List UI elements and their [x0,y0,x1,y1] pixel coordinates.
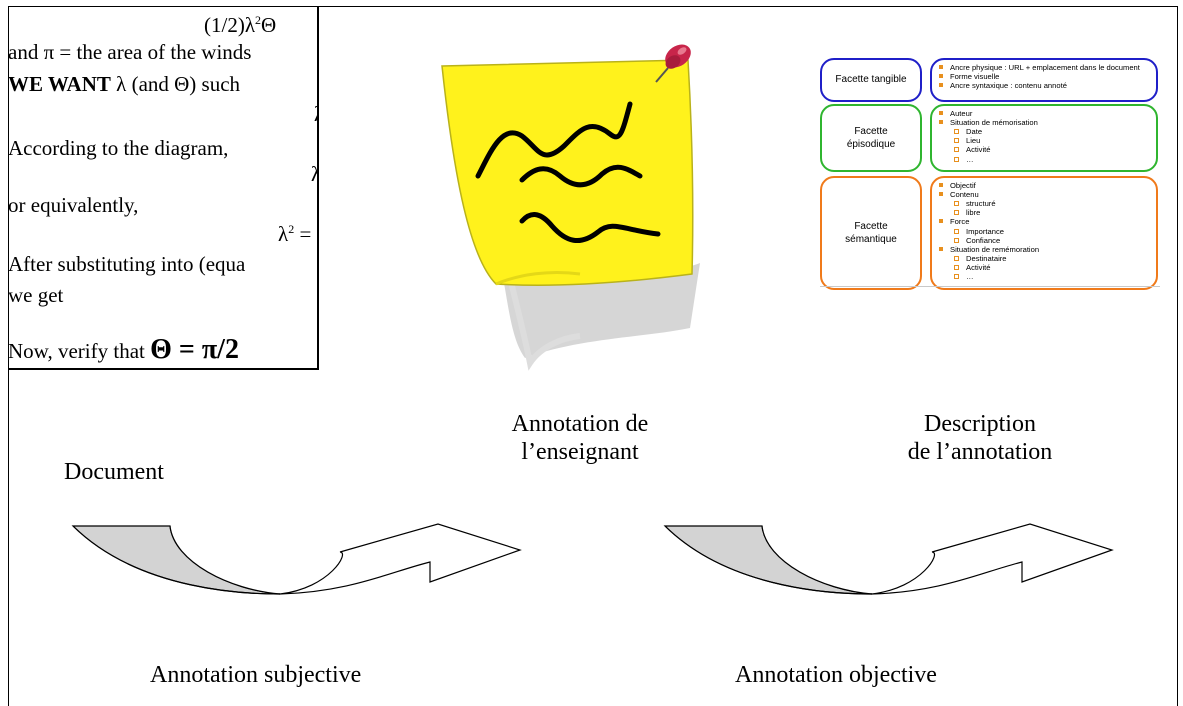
facet-item: Force [938,217,1150,226]
facet-semantic-items: Objectif Contenu structuré libre Force I… [930,176,1158,290]
facet-item: Forme visuelle [938,72,1150,81]
facet-item: Auteur [938,109,1150,118]
annotation-facets: Facette tangible Ancre physique : URL + … [810,52,1160,296]
caption-objective-annotation: Annotation objective [735,662,937,688]
facet-item: Ancre syntaxique : contenu annoté [938,81,1150,90]
facet-subitem: … [938,272,1150,281]
facet-subitem: Destinataire [938,254,1150,263]
facet-item: Contenu [938,190,1150,199]
doc-line: and π = the area of the winds [8,40,252,64]
facet-item: Ancre physique : URL + emplacement dans … [938,63,1150,72]
doc-line: WE WANT λ (and Θ) such [8,72,241,96]
sticky-note-icon [430,38,720,378]
facet-item: Objectif [938,181,1150,190]
facet-subitem: Activité [938,145,1150,154]
curved-arrow-icon [71,523,522,595]
pushpin-icon [655,44,691,83]
facet-subitem: structuré [938,199,1150,208]
facet-item: Situation de remémoration [938,245,1150,254]
doc-line: After substituting into (equa [8,252,246,276]
facet-episodic-items: Auteur Situation de mémorisation Date Li… [930,104,1158,172]
facet-subitem: Confiance [938,236,1150,245]
doc-line: or equivalently, [8,193,139,217]
facet-subitem: Importance [938,227,1150,236]
facet-subitem: … [938,155,1150,164]
doc-line: we get [8,283,64,307]
facet-subitem: libre [938,208,1150,217]
facet-item: Situation de mémorisation [938,118,1150,127]
doc-fragment: λ2 = [278,222,312,246]
caption-document: Document [64,459,164,485]
facets-baseline [820,286,1160,287]
caption-annotation-description: Description de l’annotation [907,411,1053,466]
doc-line: Now, verify that Θ = π/2 [8,334,239,365]
document-excerpt: (1/2)λ2Θ and π = the area of the winds W… [8,6,319,370]
facet-subitem: Date [938,127,1150,136]
doc-equation-top: (1/2)λ2Θ [204,13,277,37]
facet-subitem: Lieu [938,136,1150,145]
facet-subitem: Activité [938,263,1150,272]
caption-subjective-annotation: Annotation subjective [150,662,362,688]
curved-arrow-icon [663,523,1114,595]
doc-line: According to the diagram, [8,136,229,160]
facet-tangible-items: Ancre physique : URL + emplacement dans … [930,58,1158,102]
doc-fragment: λ [314,104,317,125]
doc-fragment: λ [311,164,317,185]
diagram-frame [8,6,1178,706]
facet-tangible-label: Facette tangible [820,58,922,102]
caption-teacher-annotation: Annotation de l’enseignant [511,411,649,466]
